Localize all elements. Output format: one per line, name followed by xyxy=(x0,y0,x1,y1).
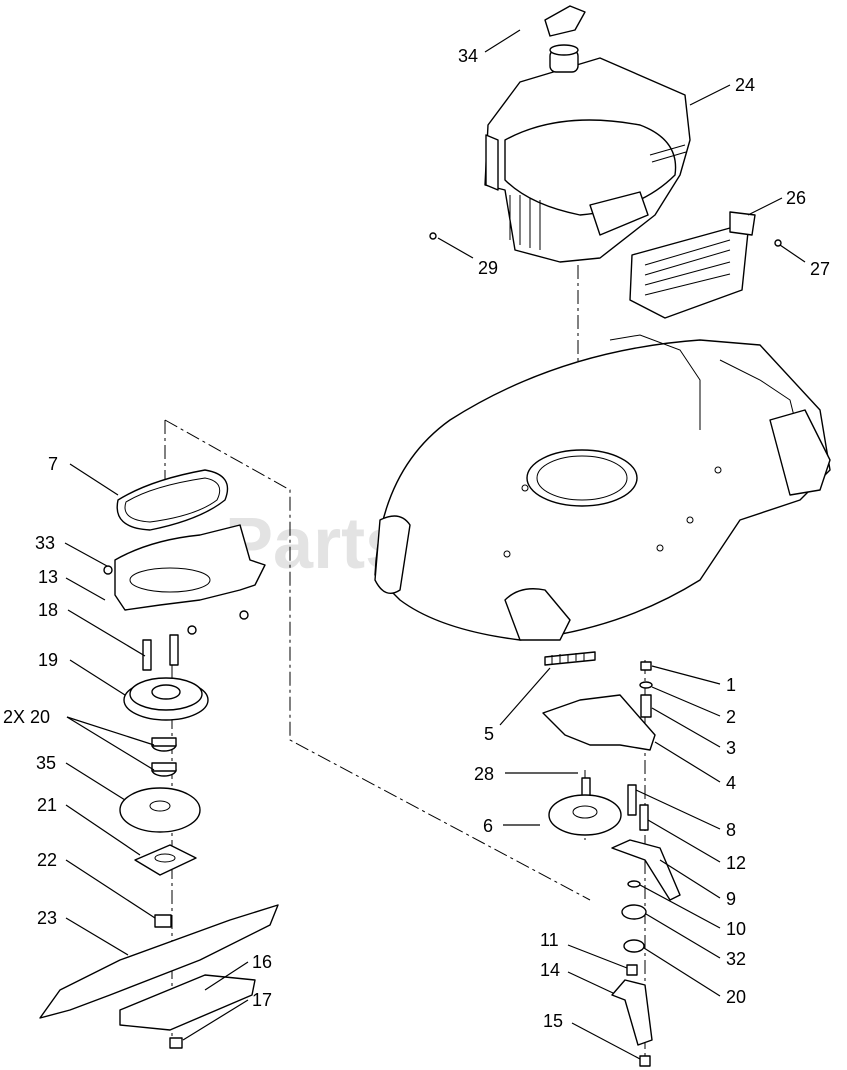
callout-23: 23 xyxy=(37,908,57,928)
pulley xyxy=(123,677,209,721)
belt xyxy=(116,469,229,531)
callout-28: 28 xyxy=(474,764,494,784)
dipstick xyxy=(544,5,586,37)
blade xyxy=(39,904,279,1019)
callout-19: 19 xyxy=(38,650,58,670)
callout-2: 2 xyxy=(726,707,736,727)
callout-16: 16 xyxy=(252,952,272,972)
callout-24: 24 xyxy=(735,75,755,95)
callouts: 34 24 26 27 29 7 33 13 18 19 2X 20 35 21… xyxy=(3,46,830,1031)
callout-20: 20 xyxy=(726,987,746,1007)
bearings xyxy=(151,737,177,777)
lower-bracket xyxy=(611,979,653,1046)
callout-6: 6 xyxy=(483,816,493,836)
callout-14: 14 xyxy=(540,960,560,980)
callout-7: 7 xyxy=(48,454,58,474)
blade-stiffener xyxy=(119,974,256,1031)
belt-cover xyxy=(114,524,266,611)
callout-27: 27 xyxy=(810,259,830,279)
callout-12: 12 xyxy=(726,853,746,873)
brake-arm xyxy=(611,839,681,901)
callout-18: 18 xyxy=(38,600,58,620)
blade-adapter xyxy=(134,844,197,876)
callout-26: 26 xyxy=(786,188,806,208)
hardware xyxy=(581,661,653,831)
callout-10: 10 xyxy=(726,919,746,939)
nut xyxy=(169,1037,183,1049)
callout-3: 3 xyxy=(726,738,736,758)
callout-17: 17 xyxy=(252,990,272,1010)
callout-15: 15 xyxy=(543,1011,563,1031)
callout-33: 33 xyxy=(35,533,55,553)
nut-11 xyxy=(626,964,638,976)
muffler-guard xyxy=(629,211,756,319)
brake-bracket xyxy=(542,694,656,751)
callout-32: 32 xyxy=(726,949,746,969)
screws xyxy=(429,232,782,247)
nut-15 xyxy=(639,1055,651,1067)
callout-5: 5 xyxy=(484,724,494,744)
belt-cover-opening xyxy=(129,567,211,593)
engine xyxy=(484,44,691,263)
callout-8: 8 xyxy=(726,820,736,840)
callout-35: 35 xyxy=(36,753,56,773)
callout-34: 34 xyxy=(458,46,478,66)
callout-4: 4 xyxy=(726,773,736,793)
leader-lines xyxy=(64,29,806,1060)
callout-9: 9 xyxy=(726,889,736,909)
assembly-boundary xyxy=(164,419,591,901)
callout-11: 11 xyxy=(540,930,559,950)
bolts xyxy=(103,565,249,671)
callout-20-2x: 2X 20 xyxy=(3,707,50,727)
mower-deck xyxy=(374,334,831,641)
spring xyxy=(544,651,596,666)
brake-bearings xyxy=(621,880,647,953)
callout-29: 29 xyxy=(478,258,498,278)
spacer xyxy=(154,914,172,928)
callout-22: 22 xyxy=(37,850,57,870)
callout-21: 21 xyxy=(37,795,57,815)
blade-plate xyxy=(119,787,201,833)
callout-1: 1 xyxy=(726,675,736,695)
callout-13: 13 xyxy=(38,567,58,587)
brake-pulley xyxy=(548,794,622,836)
